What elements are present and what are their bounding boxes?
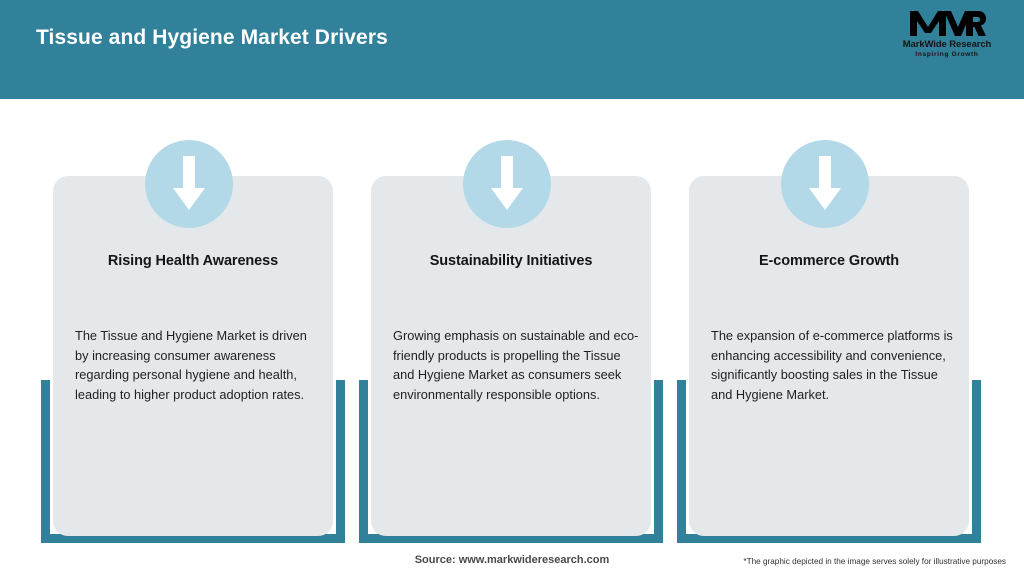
card-accent-frame [41,380,345,543]
down-arrow-icon [781,140,869,228]
company-logo: MarkWide Research Inspiring Growth [892,8,1002,66]
driver-card-body: The Tissue and Hygiene Market is driven … [75,328,307,402]
driver-card-group: Rising Health Awareness The Tissue and H… [41,99,345,544]
page-header: Tissue and Hygiene Market Drivers MarkWi… [0,0,1024,99]
disclaimer-label: *The graphic depicted in the image serve… [743,557,1006,566]
drivers-card-list: Rising Health Awareness The Tissue and H… [0,99,1024,544]
logo-mark-icon [892,8,1002,38]
card-accent-frame [677,380,981,543]
driver-card-group: Sustainability Initiatives Growing empha… [359,99,663,544]
down-arrow-icon [463,140,551,228]
driver-card[interactable]: Rising Health Awareness The Tissue and H… [53,176,333,536]
logo-tagline: Inspiring Growth [915,51,979,58]
card-accent-frame [359,380,663,543]
down-arrow-icon [145,140,233,228]
driver-card-title: Sustainability Initiatives [429,253,593,269]
driver-card[interactable]: Sustainability Initiatives Growing empha… [371,176,651,536]
page-title: Tissue and Hygiene Market Drivers [36,26,388,49]
driver-card-group: E-commerce Growth The expansion of e-com… [677,99,981,544]
driver-card-body: The expansion of e-commerce platforms is… [711,328,953,402]
driver-card-body: Growing emphasis on sustainable and eco-… [393,328,639,402]
logo-company-name: MarkWide Research [902,39,992,50]
driver-card-title: E-commerce Growth [758,253,900,269]
driver-card-title: Rising Health Awareness [107,253,279,269]
source-label: Source: www.markwideresearch.com [414,554,610,566]
driver-card[interactable]: E-commerce Growth The expansion of e-com… [689,176,969,536]
